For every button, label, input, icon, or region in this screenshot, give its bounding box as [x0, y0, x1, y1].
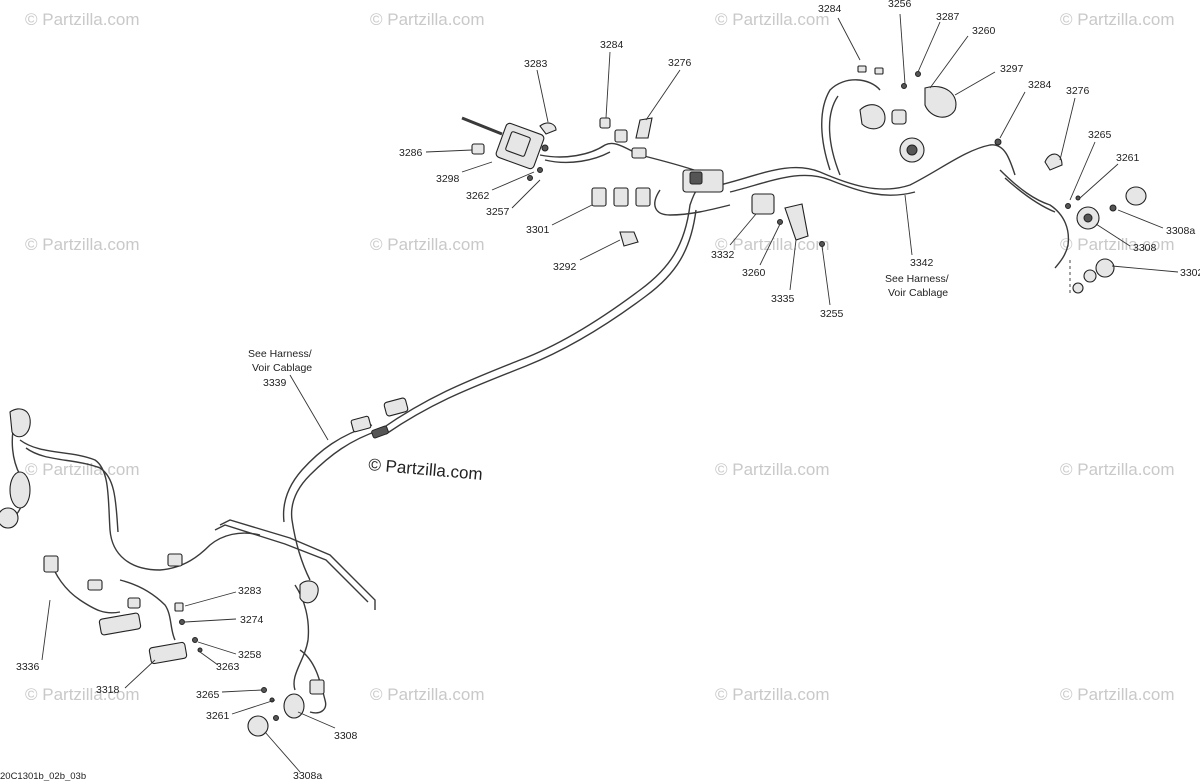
- callout-3308a: 3308a: [293, 770, 322, 781]
- callout-3342: 3342: [910, 257, 934, 269]
- callout-3256: 3256: [888, 0, 912, 10]
- callout-3283: 3283: [238, 585, 262, 597]
- watermark: © Partzilla.com: [1060, 10, 1175, 29]
- callout-3260: 3260: [972, 25, 996, 37]
- watermark: © Partzilla.com: [715, 10, 830, 29]
- callout-3284: 3284: [1028, 79, 1052, 91]
- callout-labels: 3284 3256 3287 3260 3297 3284 3276 3265 …: [16, 0, 1200, 781]
- callout-3283: 3283: [524, 58, 548, 70]
- callout-3301: 3301: [526, 224, 550, 236]
- callout-3298: 3298: [436, 173, 460, 185]
- watermark: © Partzilla.com: [25, 685, 140, 704]
- watermark: © Partzilla.com: [715, 685, 830, 704]
- callout-3332: 3332: [711, 249, 735, 261]
- callout-3297: 3297: [1000, 63, 1024, 75]
- callout-3276: 3276: [668, 57, 692, 69]
- copyright-text: © Partzilla.com: [368, 455, 484, 484]
- callout-3336: 3336: [16, 661, 40, 673]
- callout-3308a: 3308a: [1166, 225, 1195, 237]
- harness-wires: [11, 79, 1070, 714]
- watermark: © Partzilla.com: [1060, 235, 1175, 254]
- callout-3284: 3284: [600, 39, 624, 51]
- callout-3318: 3318: [96, 684, 120, 696]
- note-line: See Harness/: [885, 273, 949, 285]
- callout-3284: 3284: [818, 3, 842, 15]
- gauge-cluster: [857, 65, 1147, 294]
- callout-3308: 3308: [334, 730, 358, 742]
- harness-connectors: [350, 397, 409, 439]
- note-line: See Harness/: [248, 348, 312, 360]
- callout-3261: 3261: [1116, 152, 1140, 164]
- callout-3292: 3292: [553, 261, 577, 273]
- watermark: © Partzilla.com: [25, 10, 140, 29]
- lower-components: [0, 408, 325, 737]
- watermark: © Partzilla.com: [370, 10, 485, 29]
- callout-3263: 3263: [216, 661, 240, 673]
- callout-3276: 3276: [1066, 85, 1090, 97]
- callout-3255: 3255: [820, 308, 844, 320]
- watermark: © Partzilla.com: [715, 235, 830, 254]
- callout-3339: 3339: [263, 377, 287, 389]
- note-line: Voir Cablage: [252, 362, 312, 374]
- watermark: © Partzilla.com: [715, 460, 830, 479]
- harness-notes: See Harness/ Voir Cablage See Harness/ V…: [248, 273, 949, 374]
- callout-3258: 3258: [238, 649, 262, 661]
- callout-3260: 3260: [742, 267, 766, 279]
- callout-3302: 3302: [1180, 267, 1200, 279]
- watermark: © Partzilla.com: [25, 460, 140, 479]
- watermark: © Partzilla.com: [1060, 685, 1175, 704]
- watermark: © Partzilla.com: [1060, 460, 1175, 479]
- callout-3265: 3265: [1088, 129, 1112, 141]
- callout-3261: 3261: [206, 710, 230, 722]
- watermark: © Partzilla.com: [370, 235, 485, 254]
- watermark: © Partzilla.com: [25, 235, 140, 254]
- callout-3257: 3257: [486, 206, 510, 218]
- leader-lines: [41, 13, 1179, 773]
- callout-3308: 3308: [1133, 242, 1157, 254]
- watermark-layer: © Partzilla.com © Partzilla.com © Partzi…: [25, 10, 1175, 704]
- callout-3262: 3262: [466, 190, 490, 202]
- watermark: © Partzilla.com: [370, 685, 485, 704]
- callout-3335: 3335: [771, 293, 795, 305]
- switch-assembly: [461, 116, 825, 247]
- callout-3265: 3265: [196, 689, 220, 701]
- callout-3274: 3274: [240, 614, 264, 626]
- note-line: Voir Cablage: [888, 287, 948, 299]
- drawing-code: 20C1301b_02b_03b: [0, 771, 86, 781]
- callout-3286: 3286: [399, 147, 423, 159]
- callout-3287: 3287: [936, 11, 960, 23]
